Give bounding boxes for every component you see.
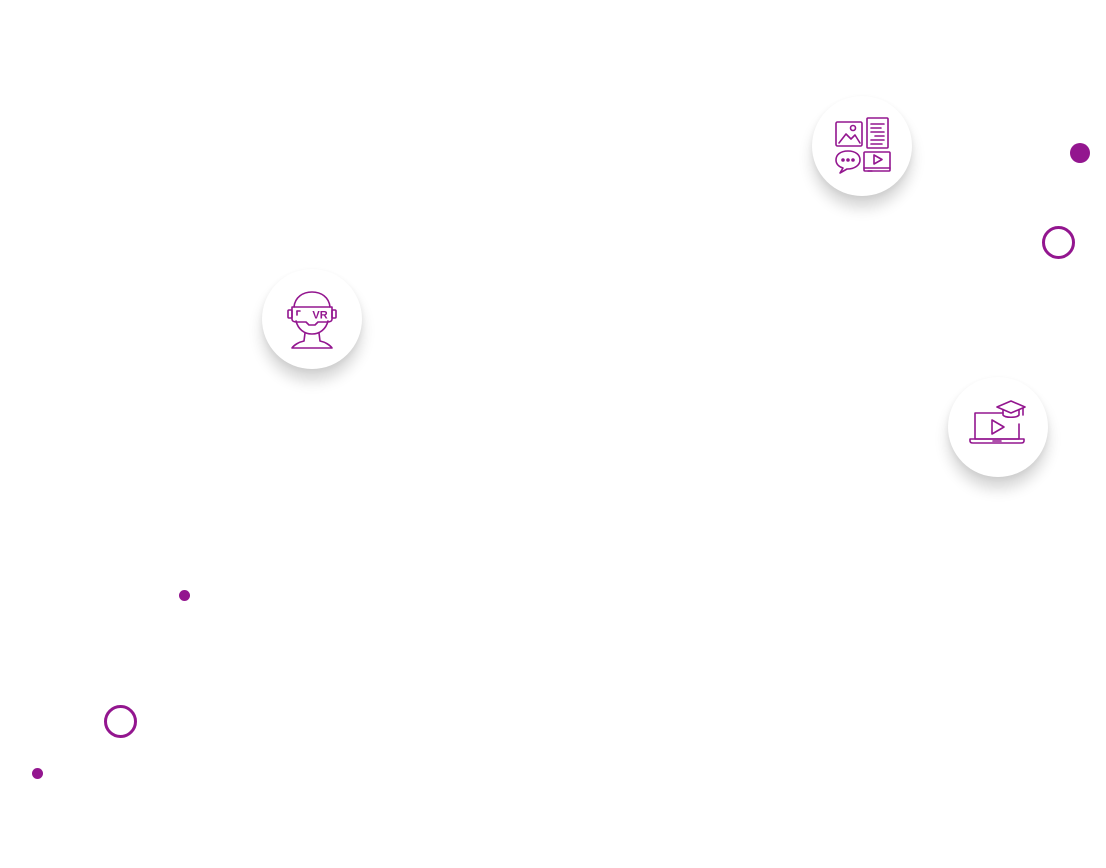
decorative-dot: [32, 768, 43, 779]
vr-headset-icon: VR: [287, 291, 337, 349]
online-course-badge: [948, 377, 1048, 477]
vr-label: VR: [312, 310, 327, 322]
decorative-dot: [179, 590, 190, 601]
decorative-dot: [1070, 143, 1090, 163]
media-content-icon: [835, 117, 891, 174]
media-content-badge: [812, 96, 912, 196]
vr-badge: VR: [262, 269, 362, 369]
decorative-ring: [1042, 226, 1075, 259]
online-course-laptop-icon: [969, 400, 1026, 444]
decorative-ring: [104, 705, 137, 738]
